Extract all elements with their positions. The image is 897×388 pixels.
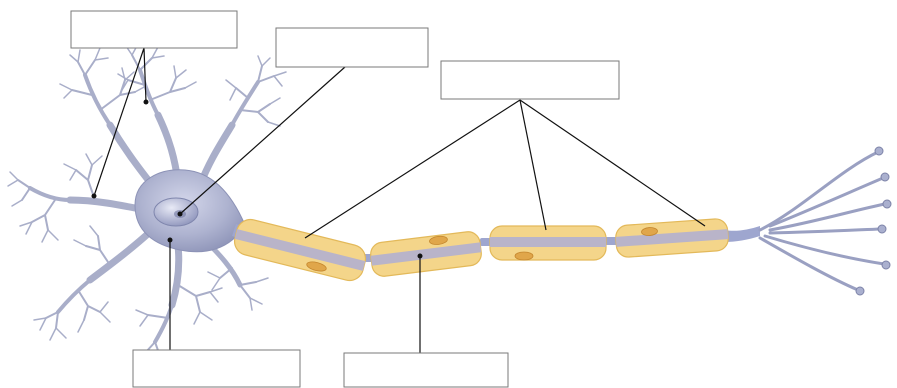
- terminal-bouton: [883, 200, 891, 208]
- terminal-bouton: [881, 173, 889, 181]
- myelin-sheath: [232, 217, 729, 284]
- label-box-dendrites[interactable]: [71, 11, 237, 48]
- terminal-bouton: [878, 225, 886, 233]
- terminal-bouton: [856, 287, 864, 295]
- myelin-segment: [369, 230, 482, 277]
- label-box-axon[interactable]: [344, 353, 508, 387]
- axon-terminals: [760, 147, 891, 295]
- myelin-segment: [232, 217, 369, 284]
- myelin-segment: [490, 226, 606, 260]
- label-box-nucleus[interactable]: [276, 28, 428, 67]
- myelin-segment: [615, 218, 729, 258]
- label-box-myelin-sheath[interactable]: [441, 61, 619, 99]
- terminal-bouton: [882, 261, 890, 269]
- terminal-bouton: [875, 147, 883, 155]
- label-box-cell-body[interactable]: [133, 350, 300, 387]
